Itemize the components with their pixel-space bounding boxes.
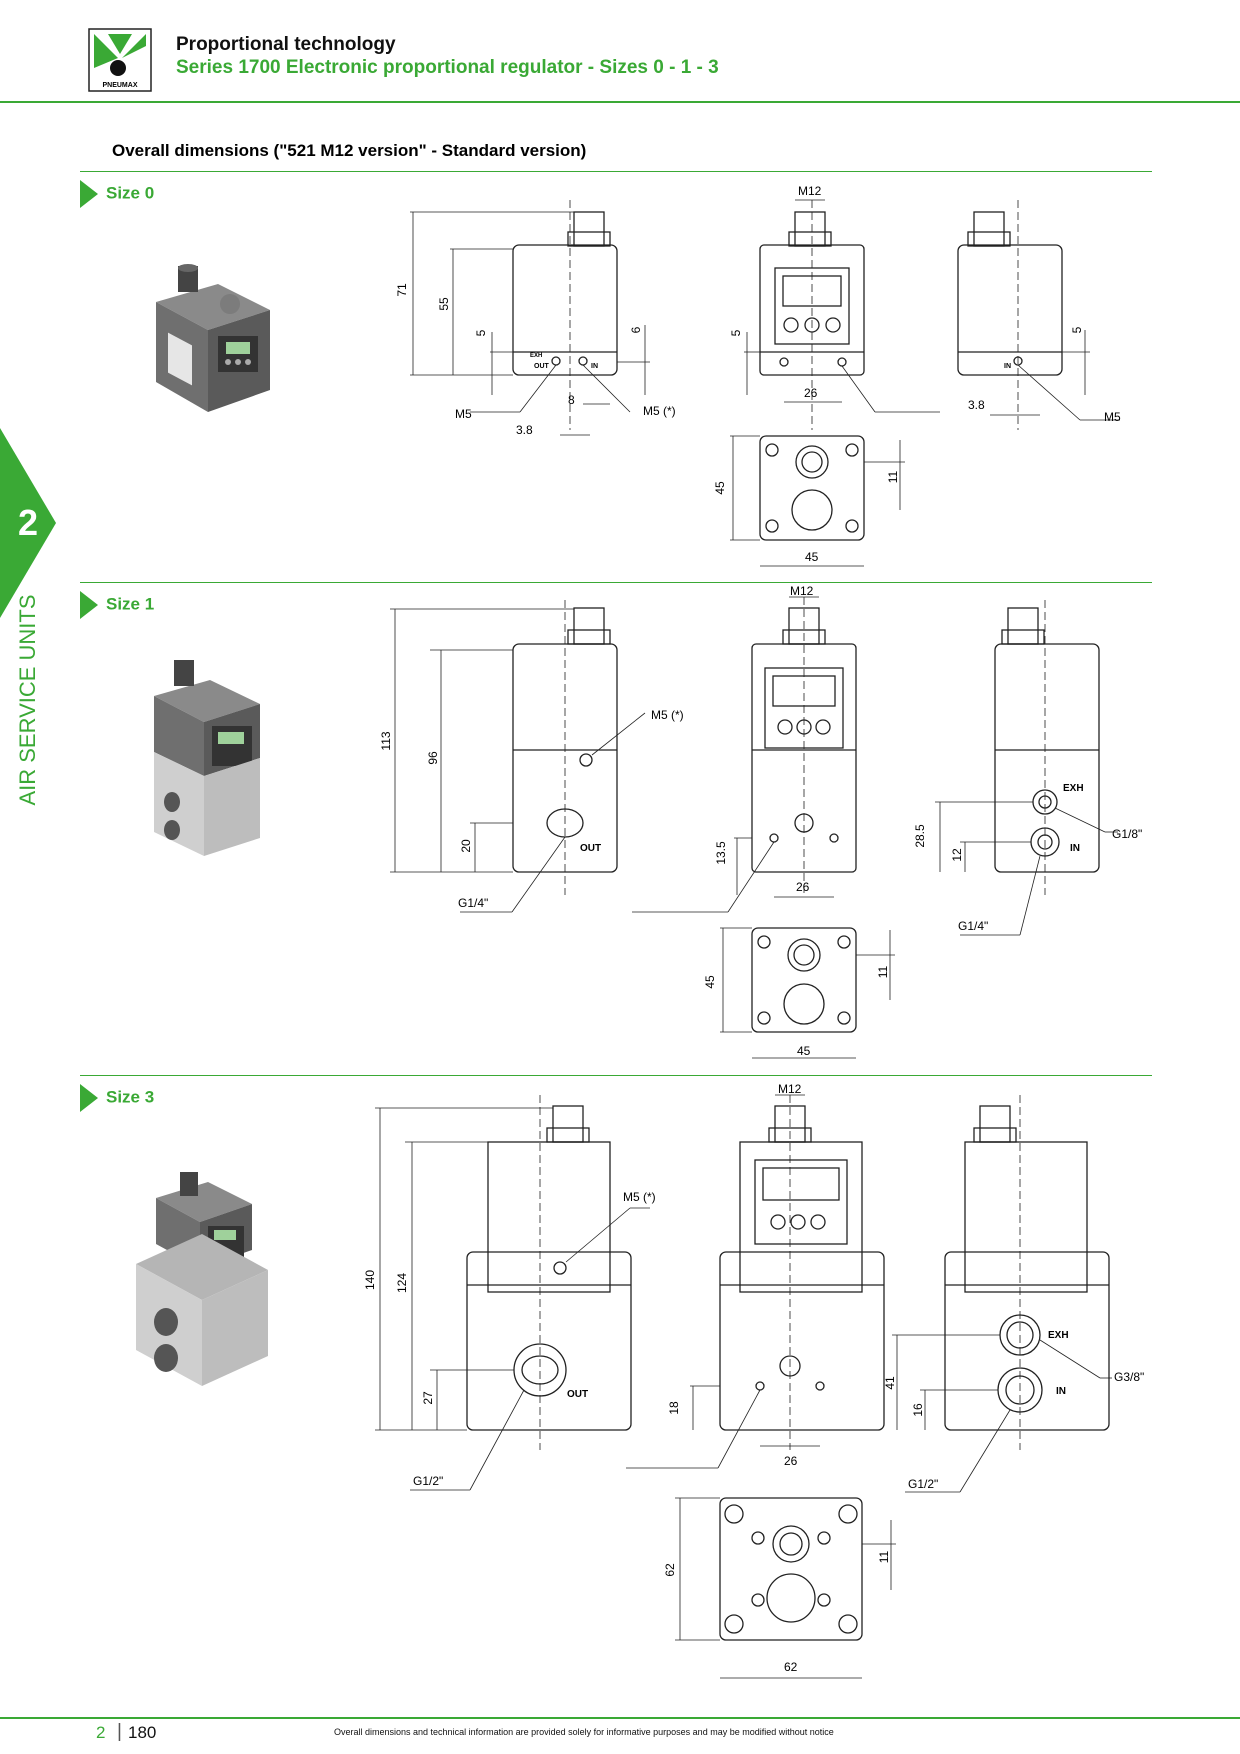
size0-label-m5-right: M5 (*) xyxy=(643,404,676,418)
size3-label-m5: M5 (*) xyxy=(623,1190,656,1204)
size1-marker-icon xyxy=(80,591,98,619)
size0-bottom-view xyxy=(730,435,905,567)
size1-dim-height-13-5: 13.5 xyxy=(714,841,728,865)
size1-label: Size 1 xyxy=(80,591,154,619)
size0-side-view-right xyxy=(957,200,1120,430)
size1-front-view xyxy=(632,596,857,913)
size1-product-photo xyxy=(154,660,260,856)
size3-side-view-right xyxy=(892,1095,1112,1493)
size0-dim-front-height-5: 5 xyxy=(729,329,743,337)
size0-dim-width-26: 26 xyxy=(804,386,818,400)
size0-dim-bottom-11: 11 xyxy=(886,470,900,484)
side-tab-label: AIR SERVICE UNITS xyxy=(15,594,40,806)
size0-marker-icon xyxy=(80,180,98,208)
section-title: Overall dimensions ("521 M12 version" - … xyxy=(112,141,587,160)
footer-section-number: 2 xyxy=(96,1723,106,1742)
size3-dim-bottom-width-62: 62 xyxy=(784,1660,798,1674)
size0-label-m5-side: M5 xyxy=(1104,410,1121,424)
size0-side-view-left xyxy=(410,200,650,436)
pneumax-logo: PNEUMAX xyxy=(88,28,152,92)
size3-bottom-view xyxy=(675,1497,896,1679)
size1-dim-bottom-height-45: 45 xyxy=(703,975,717,989)
size3-front-view xyxy=(626,1094,885,1469)
size1-label-g1-4: G1/4" xyxy=(458,896,489,910)
size1-side-view-right xyxy=(935,600,1118,936)
size1-dim-height-113: 113 xyxy=(379,731,393,751)
size3-dim-bottom-11: 11 xyxy=(877,1550,891,1564)
size3-marker-icon xyxy=(80,1084,98,1112)
footer-disclaimer: Overall dimensions and technical informa… xyxy=(334,1727,834,1737)
side-tab-shape xyxy=(0,428,56,618)
size1-bottom-view xyxy=(720,927,895,1059)
size0-port-in-side: IN xyxy=(1004,363,1011,370)
size0-port-exh: EXH xyxy=(530,353,543,359)
size3-side-view-left xyxy=(375,1095,650,1491)
size3-label-g1-2-side: G1/2" xyxy=(908,1477,939,1491)
size3-label: Size 3 xyxy=(80,1084,154,1112)
side-tab-number: 2 xyxy=(18,502,39,543)
size1-dim-bottom-11: 11 xyxy=(876,965,890,979)
size3-dim-bottom-height-62: 62 xyxy=(663,1563,677,1577)
size0-dim-bottom-width-45: 45 xyxy=(805,550,819,564)
size3-divider xyxy=(80,1075,1152,1076)
size0-dim-bottom-height-45: 45 xyxy=(713,481,727,495)
size3-label-m12: M12 xyxy=(778,1082,802,1096)
size1-dim-bottom-width-45: 45 xyxy=(797,1044,811,1058)
size0-dim-side-width-3-8: 3.8 xyxy=(968,398,985,412)
header-divider xyxy=(0,101,1240,103)
size0-dim-height-55: 55 xyxy=(437,297,451,311)
size1-label-g1-8: G1/8" xyxy=(1112,827,1143,841)
size1-dim-height-20: 20 xyxy=(459,839,473,853)
page-subtitle: Series 1700 Electronic proportional regu… xyxy=(176,57,719,78)
size0-label-m12: M12 xyxy=(798,184,822,198)
size3-dim-height-16: 16 xyxy=(911,1403,925,1417)
size3-dim-height-124: 124 xyxy=(395,1272,409,1294)
size1-dim-height-96: 96 xyxy=(426,751,440,765)
size0-dim-width-3-8: 3.8 xyxy=(516,423,533,437)
size1-label-m12: M12 xyxy=(790,584,814,598)
logo-wordmark: PNEUMAX xyxy=(102,82,137,89)
size1-port-exh: EXH xyxy=(1063,783,1084,794)
size1-port-out: OUT xyxy=(580,843,602,854)
size0-dim-height-6: 6 xyxy=(629,326,643,334)
size0-product-photo xyxy=(156,264,270,412)
size3-port-exh: EXH xyxy=(1048,1330,1069,1341)
size3-product-photo xyxy=(136,1172,268,1386)
size0-port-in: IN xyxy=(591,363,598,370)
size0-divider xyxy=(80,171,1152,172)
size0-dim-height-5: 5 xyxy=(474,329,488,337)
size1-port-in: IN xyxy=(1070,843,1080,854)
size0-dim-side-height-5: 5 xyxy=(1070,326,1084,334)
size0-port-out: OUT xyxy=(534,363,549,370)
size3-label-g3-8: G3/8" xyxy=(1114,1370,1145,1384)
footer-page-number: 180 xyxy=(128,1723,157,1742)
size1-label-g1-4-side: G1/4" xyxy=(958,919,989,933)
size1-label-m5: M5 (*) xyxy=(651,708,684,722)
size0-label: Size 0 xyxy=(80,180,154,208)
size3-label-g1-2: G1/2" xyxy=(413,1474,444,1488)
size3-dim-height-27: 27 xyxy=(421,1391,435,1405)
size1-dim-height-12: 12 xyxy=(950,848,964,862)
footer-separator: | xyxy=(117,1721,122,1742)
size0-front-view xyxy=(744,199,940,430)
size3-port-in: IN xyxy=(1056,1386,1066,1397)
size1-dim-width-26: 26 xyxy=(796,880,810,894)
size3-dim-width-26: 26 xyxy=(784,1454,798,1468)
size3-dim-height-41: 41 xyxy=(883,1376,897,1390)
size3-port-out: OUT xyxy=(567,1389,589,1400)
size3-dim-height-18: 18 xyxy=(667,1401,681,1415)
size1-divider xyxy=(80,582,1152,583)
footer-divider xyxy=(0,1717,1240,1719)
size0-dim-height-71: 71 xyxy=(395,283,409,297)
size1-dim-height-28-5: 28.5 xyxy=(913,824,927,848)
page-title: Proportional technology xyxy=(176,34,396,55)
size3-dim-height-140: 140 xyxy=(363,1269,377,1291)
size0-label-m5-left: M5 xyxy=(455,407,472,421)
size0-dim-width-8: 8 xyxy=(568,393,575,407)
